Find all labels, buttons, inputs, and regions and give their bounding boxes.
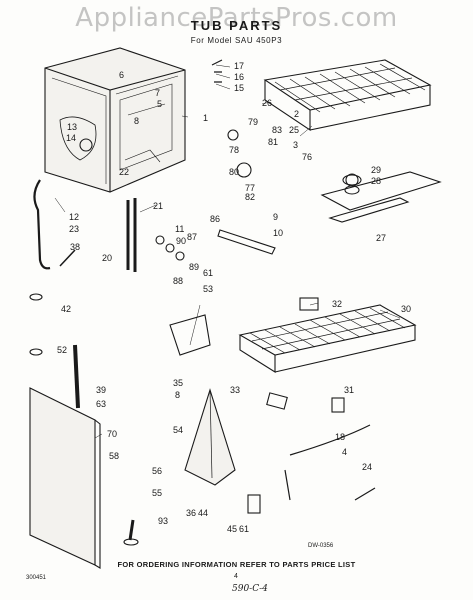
part-callout-23: 23	[69, 224, 79, 234]
part-callout-17: 17	[234, 61, 244, 71]
part-callout-14: 14	[66, 133, 76, 143]
part-callout-4: 4	[342, 447, 347, 457]
part-callout-7: 7	[155, 88, 160, 98]
handwritten-note: 590-C-4	[232, 584, 268, 594]
catalog-code: 300451	[26, 575, 47, 581]
part-callout-80: 80	[229, 167, 239, 177]
part-callout-88: 88	[173, 276, 183, 286]
part-callout-93: 93	[158, 516, 168, 526]
part-callout-11: 11	[175, 224, 184, 234]
door-panel-drawing	[29, 387, 101, 569]
part-callout-27: 27	[376, 233, 386, 243]
part-callout-39: 39	[96, 385, 106, 395]
part-callout-8: 8	[134, 116, 139, 126]
page-number: 4	[234, 573, 238, 580]
part-callout-86: 86	[210, 214, 220, 224]
part-callout-35: 35	[173, 378, 183, 388]
part-callout-28: 28	[371, 176, 381, 186]
part-callout-24: 24	[362, 462, 372, 472]
part-callout-44: 44	[198, 508, 208, 518]
watermark-text: AppliancePartsPros.com	[75, 3, 398, 33]
part-callout-89: 89	[189, 262, 199, 272]
part-callout-38: 38	[70, 242, 80, 252]
part-callout-53: 53	[203, 284, 213, 294]
part-callout-13: 13	[67, 122, 77, 132]
part-callout-1: 1	[203, 113, 208, 123]
part-callout-52: 52	[57, 345, 67, 355]
part-callout-10: 10	[273, 228, 283, 238]
part-callout-5: 5	[157, 99, 162, 109]
part-callout-29: 29	[371, 165, 381, 175]
support-tower-drawing	[184, 388, 236, 486]
part-callout-90: 90	[176, 236, 186, 246]
part-callout-54: 54	[173, 425, 183, 435]
part-callout-87: 87	[187, 232, 197, 242]
diagram-title: TUB PARTS	[190, 18, 283, 33]
part-callout-20: 20	[102, 253, 112, 263]
part-callout-6: 6	[119, 70, 124, 80]
upper-rack-drawing	[263, 59, 432, 132]
drawing-code: DW-0356	[308, 543, 334, 549]
lower-rack-drawing	[238, 304, 417, 373]
part-callout-42: 42	[61, 304, 71, 314]
leader-lines	[54, 64, 401, 439]
part-callout-70: 70	[107, 429, 117, 439]
part-callout-32: 32	[332, 299, 342, 309]
model-subtitle: For Model SAU 450P3	[190, 36, 283, 45]
part-callout-61: 61	[239, 524, 249, 534]
part-callout-16: 16	[234, 72, 244, 82]
part-callout-63: 63	[96, 399, 106, 409]
ordering-footer: FOR ORDERING INFORMATION REFER TO PARTS …	[117, 560, 356, 569]
part-callout-3: 3	[293, 140, 298, 150]
part-callout-22: 22	[119, 167, 129, 177]
part-callout-31: 31	[344, 385, 354, 395]
part-callout-83: 83	[272, 125, 282, 135]
part-callout-15: 15	[234, 83, 244, 93]
part-callout-12: 12	[69, 212, 79, 222]
part-callout-81: 81	[268, 137, 278, 147]
small-parts-drawing	[29, 59, 376, 546]
part-callout-8: 8	[175, 390, 180, 400]
part-callout-76: 76	[302, 152, 312, 162]
part-callout-55: 55	[152, 488, 162, 498]
part-callout-79: 79	[248, 117, 258, 127]
part-callout-58: 58	[109, 451, 119, 461]
part-callout-18: 18	[335, 432, 345, 442]
part-callout-36: 36	[186, 508, 196, 518]
part-callout-33: 33	[230, 385, 240, 395]
part-callout-25: 25	[289, 125, 299, 135]
part-callout-56: 56	[152, 466, 162, 476]
part-callout-77: 77	[245, 183, 255, 193]
part-callout-2: 2	[294, 109, 299, 119]
part-callout-21: 21	[153, 201, 163, 211]
spray-arm-drawing	[320, 171, 442, 223]
hoses-drawing	[33, 179, 137, 272]
part-callout-45: 45	[227, 524, 237, 534]
part-callout-78: 78	[229, 145, 239, 155]
part-callout-61: 61	[203, 268, 213, 278]
part-callout-30: 30	[401, 304, 411, 314]
part-callout-82: 82	[245, 192, 255, 202]
part-callout-9: 9	[273, 212, 278, 222]
tub-drawing	[44, 47, 186, 193]
